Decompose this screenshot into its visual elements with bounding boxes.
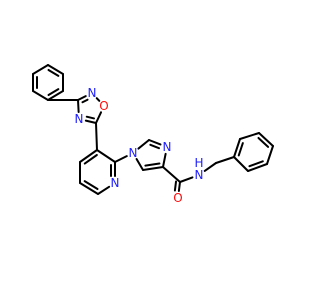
bond-n1-o1 xyxy=(95,97,101,102)
bond-c15-c17 xyxy=(162,166,181,183)
bond-c3-c4-inner xyxy=(47,88,60,97)
bond-c21-c22 xyxy=(258,132,274,147)
bond-c8-n2 xyxy=(84,119,97,124)
bond-c23-c24-inner xyxy=(248,160,264,168)
bond-c8-n2-inner xyxy=(85,115,95,120)
atom-label-o1: O xyxy=(99,99,108,113)
bond-c17-n6 xyxy=(179,176,194,183)
bond-c11-c12 xyxy=(79,182,99,195)
bond-c19-c20-inner xyxy=(237,142,244,157)
atom-o1: O xyxy=(99,99,108,113)
bond-c9-c10-inner xyxy=(83,153,98,165)
atom-n6: NH xyxy=(194,156,203,182)
bond-c12-n3 xyxy=(97,185,111,195)
atom-hydrogen-n6: H xyxy=(194,156,203,170)
bond-c18-c19 xyxy=(215,156,235,164)
bond-c17-o2 xyxy=(177,181,181,193)
bond-c15-c16-inner xyxy=(144,162,161,167)
bond-c13-c9 xyxy=(96,149,116,163)
bond-c14-n5-inner xyxy=(149,143,161,150)
bond-c2-c3 xyxy=(32,90,49,101)
bond-o1-c8 xyxy=(95,111,103,124)
bond-c22-c23 xyxy=(266,145,274,165)
bond-n4-c14 xyxy=(137,139,150,150)
atom-label-n2: N xyxy=(75,112,84,126)
bond-c21-c22-inner xyxy=(257,136,270,148)
bond-c15-c16 xyxy=(142,166,164,171)
bond-n2-c7 xyxy=(77,99,80,114)
atom-label-n6: N xyxy=(195,168,204,182)
bond-c20-c21 xyxy=(239,132,260,140)
bond-c19-c20 xyxy=(233,138,241,158)
atom-label-n1: N xyxy=(88,86,97,100)
bond-c13-n4 xyxy=(114,155,128,163)
bond-c14-n5 xyxy=(148,139,162,146)
bond-c5-c6-inner xyxy=(47,68,60,77)
bond-c7-n1 xyxy=(77,95,87,101)
atom-label-n5: N xyxy=(163,140,172,154)
atom-n3: N xyxy=(111,176,120,190)
atom-n5: N xyxy=(163,140,172,154)
atom-n1: N xyxy=(88,86,97,100)
atom-label-n4: N xyxy=(129,146,138,160)
bond-c24-c19 xyxy=(233,156,249,172)
bond-c16-n4 xyxy=(135,158,144,171)
bond-c6-c1 xyxy=(32,64,49,75)
bond-layer xyxy=(32,64,274,195)
atom-n4: N xyxy=(129,146,138,160)
bond-n5-c15 xyxy=(162,152,167,168)
atom-label-o2: O xyxy=(173,191,182,205)
atom-o2: O xyxy=(173,191,182,205)
bond-c17-o2-second xyxy=(173,180,178,192)
bond-c8-c9 xyxy=(95,122,98,151)
bond-c11-c12-inner xyxy=(83,180,99,191)
bond-n6-c18 xyxy=(203,162,217,172)
bond-c9-c10 xyxy=(79,149,98,163)
bond-c5-c6 xyxy=(47,64,64,75)
bond-c7-n1-inner xyxy=(81,98,89,104)
atom-label-n3: N xyxy=(111,176,120,190)
bond-c23-c24 xyxy=(247,163,268,172)
atom-n2: N xyxy=(75,112,84,126)
bond-c3-c4 xyxy=(47,90,64,101)
